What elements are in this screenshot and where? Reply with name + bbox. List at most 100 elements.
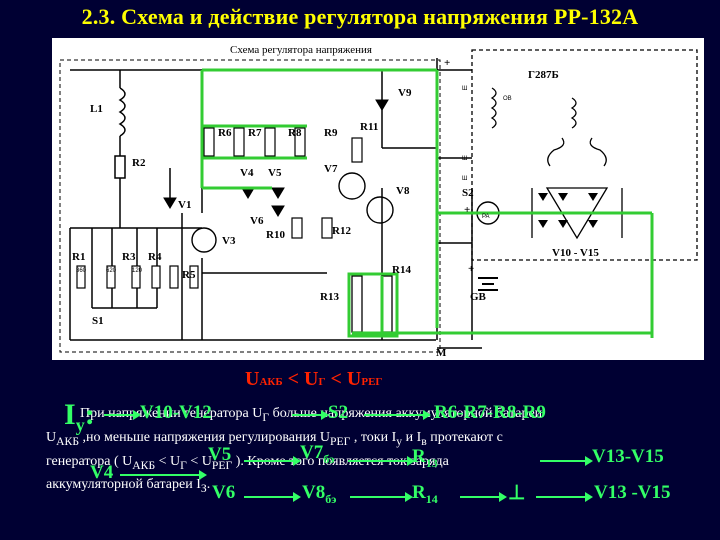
paragraph-line-4: аккумуляторной батареи IЗ. xyxy=(46,477,211,496)
label-ov: ОВ xyxy=(503,96,512,102)
resistor-r6 xyxy=(203,127,215,157)
generator-model-label: Г287Б xyxy=(528,69,559,81)
label-r11: R11 xyxy=(360,121,378,133)
resistor-r8 xyxy=(264,127,276,157)
black-wiring xyxy=(69,58,482,349)
label-v6: V6 xyxy=(250,215,264,227)
label-r6: R6 xyxy=(218,127,232,139)
battery-gb xyxy=(478,277,498,291)
overlay-v13-v15-b: V13 -V15 xyxy=(594,482,671,503)
arrow-4 xyxy=(120,470,207,480)
resistor-r1 xyxy=(76,265,86,289)
formula-sub-akb: АКБ xyxy=(259,376,283,388)
label-pa: PA xyxy=(482,214,490,220)
label-v9: V9 xyxy=(398,87,412,99)
slide-title: 2.3. Схема и действие регулятора напряже… xyxy=(81,4,639,29)
diode-v1 xyxy=(163,197,177,209)
label-r4: R4 xyxy=(148,251,162,263)
arrow-7 xyxy=(540,456,593,466)
resistor-r-small-2 xyxy=(169,265,179,289)
label-gb: GB xyxy=(470,291,487,303)
overlay-v10-v12: V10-V12 xyxy=(140,402,212,423)
formula-u: U xyxy=(245,368,260,390)
explanation-paragraph: При напряжении генератора UГ больше напр… xyxy=(46,404,686,499)
label-plus-top: + xyxy=(444,57,450,69)
arrow-3 xyxy=(364,410,431,420)
resistor-r4 xyxy=(151,265,161,289)
label-sh-low: Ш xyxy=(462,176,468,182)
label-v3: V3 xyxy=(222,235,236,247)
label-v1: V1 xyxy=(178,199,191,211)
overlay-r6-r9: R6-R7-R8-R9 xyxy=(434,402,546,423)
overlay-v5: V5 xyxy=(208,444,232,465)
transistor-v7 xyxy=(338,172,366,200)
label-v7: V7 xyxy=(324,163,338,175)
resistor-r9 xyxy=(294,127,306,157)
label-r-small-3: 120 xyxy=(132,268,143,274)
overlay-v6: V6 xyxy=(212,482,236,503)
label-l1: L1 xyxy=(90,103,103,115)
label-plus-gb: + xyxy=(468,263,474,275)
formula-u-mid: < U xyxy=(282,368,319,390)
paragraph-line-3: генератора ( UАКБ < UГ < UРЕГ ). Кроме т… xyxy=(46,453,449,472)
label-r7: R7 xyxy=(248,127,262,139)
label-r5: R5 xyxy=(182,269,196,281)
overlay-v4: V4 xyxy=(90,462,114,483)
overlay-r14: R14 xyxy=(412,482,438,506)
label-rectifier: V10 - V15 xyxy=(552,247,599,259)
resistor-r3 xyxy=(131,265,141,289)
transistor-v8 xyxy=(366,196,394,224)
label-sh-mid: Ш xyxy=(462,156,468,162)
label-r-small-1: 360 xyxy=(76,268,87,274)
resistor-r5 xyxy=(189,265,199,289)
resistor-r10 xyxy=(291,217,303,239)
overlay-v13-v15-a: V13-V15 xyxy=(592,446,664,467)
label-m: М xyxy=(436,347,447,359)
label-r10: R10 xyxy=(266,229,285,241)
label-r14: R14 xyxy=(392,264,411,276)
label-sh-top: Ш xyxy=(462,86,468,92)
resistor-r-small-1 xyxy=(106,265,116,289)
label-r2: R2 xyxy=(132,157,146,169)
diode-v6 xyxy=(271,205,285,217)
arrow-5 xyxy=(244,456,301,466)
resistor-r11 xyxy=(351,137,363,163)
label-v8: V8 xyxy=(396,185,410,197)
overlay-s2: S2 xyxy=(328,402,349,423)
ground-symbol: ⊥ xyxy=(508,482,526,504)
arrow-11 xyxy=(536,492,593,502)
label-r3: R3 xyxy=(122,251,136,263)
arrow-2 xyxy=(292,410,329,420)
overlay-v8: V8бэ xyxy=(302,482,337,506)
label-v4: V4 xyxy=(240,167,254,179)
formula-sub-reg: РЕГ xyxy=(361,376,383,388)
paragraph-line-2: UАКБ ,но меньше напряжения регулирования… xyxy=(46,429,503,448)
current-path-highlight xyxy=(200,68,654,338)
arrow-9 xyxy=(350,492,413,502)
label-v5: V5 xyxy=(268,167,282,179)
label-r12: R12 xyxy=(332,225,351,237)
label-s1: S1 xyxy=(92,315,104,327)
paragraph-line-1: При напряжении генератора UГ больше напр… xyxy=(80,406,543,424)
label-r-small-2: 620 xyxy=(106,268,117,274)
generator-block xyxy=(471,49,698,261)
formula-sub-g: Г xyxy=(318,376,326,388)
diodes xyxy=(163,99,389,217)
overlay-v7: V7бэ xyxy=(300,442,335,466)
transistors xyxy=(191,172,394,253)
rectifier-diodes xyxy=(538,193,598,228)
resistor-r13-group xyxy=(351,275,393,333)
regulator-box xyxy=(59,59,441,353)
arrow-6 xyxy=(348,456,415,466)
label-r8: R8 xyxy=(288,127,302,139)
label-r9: R9 xyxy=(324,127,338,139)
voltage-condition-formula: UАКБ < UГ < UРЕГ xyxy=(245,368,382,391)
formula-u-end: < U xyxy=(325,368,362,390)
circuit-svg: Схема регулятора напряжения xyxy=(59,44,698,359)
label-plus-mid: + xyxy=(464,204,470,216)
arrow-8 xyxy=(244,492,301,502)
arrow-10 xyxy=(460,492,507,502)
overlay-r13: R13 xyxy=(412,446,438,470)
diagram-heading: Схема регулятора напряжения xyxy=(230,44,372,56)
resistor-r12 xyxy=(321,217,333,239)
